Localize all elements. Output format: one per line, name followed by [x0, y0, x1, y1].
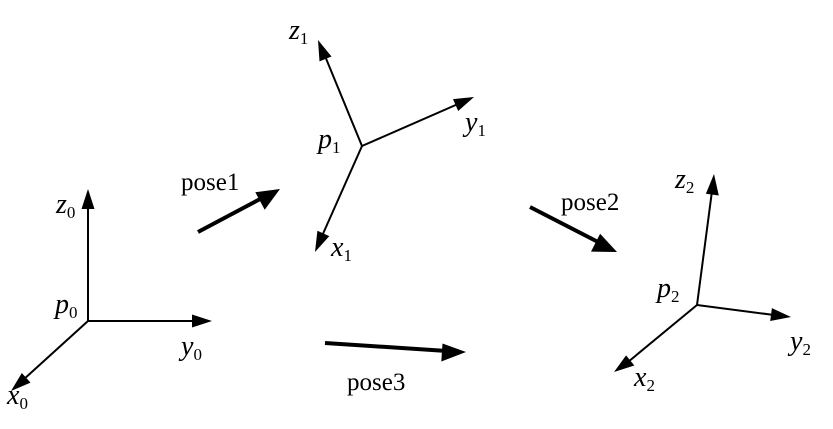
frame-1-origin-label: p1	[316, 124, 341, 157]
frame-2-z-label: z2	[674, 164, 694, 197]
frame-1-y-arrowhead	[453, 97, 474, 111]
pose2-arrowhead	[591, 233, 617, 252]
frame-2-y-axis	[696, 304, 775, 316]
frame-2-x-arrowhead	[614, 355, 635, 372]
pose2-arrow-shaft	[529, 205, 601, 245]
frame-2-x-label: x2	[633, 362, 655, 395]
frame-1-z-label: z1	[288, 15, 308, 48]
frame-0-z-label: z0	[55, 189, 75, 222]
frame-2: z2 p2 y2 x2	[614, 164, 811, 395]
frame-1-z-axis	[324, 55, 363, 147]
frame-0-origin-label: p0	[53, 289, 78, 322]
frame-2-y-label: y2	[787, 326, 811, 359]
transform-pose3: pose3	[324, 341, 466, 396]
frame-1-z-arrowhead	[318, 40, 332, 62]
pose3-label: pose3	[347, 369, 405, 396]
frame-1-x-label: x1	[330, 232, 352, 265]
transform-pose1: pose1	[181, 169, 280, 234]
frame-2-origin-label: p2	[655, 273, 680, 306]
frame-1-y-label: y1	[462, 107, 486, 140]
pose3-arrowhead	[441, 343, 466, 362]
frame-1-x-axis	[321, 145, 363, 237]
frame-1-x-arrowhead	[315, 230, 330, 252]
frame-2-z-axis	[696, 190, 713, 306]
frame-0-x-axis	[22, 320, 89, 381]
transform-pose2: pose2	[529, 189, 619, 252]
frame-2-y-arrowhead	[770, 308, 791, 321]
frame-0-x-arrowhead	[11, 373, 31, 391]
frame-1-y-axis	[361, 103, 459, 147]
pose3-arrow-shaft	[324, 341, 448, 353]
frame-2-z-arrowhead	[705, 174, 719, 196]
frame-0-y-arrowhead	[192, 314, 212, 328]
frame-0-x-label: x0	[6, 380, 28, 413]
frame-0: z0 p0 y0 x0	[6, 189, 212, 413]
frame-0-z-arrowhead	[81, 189, 95, 209]
pose1-arrowhead	[255, 189, 280, 210]
pose1-label: pose1	[181, 169, 239, 196]
frame-1: z1 p1 y1 x1	[288, 15, 486, 265]
frame-2-x-axis	[627, 304, 698, 363]
pose2-label: pose2	[561, 189, 619, 216]
frame-0-y-label: y0	[178, 331, 202, 364]
pose1-arrow-shaft	[197, 196, 263, 234]
